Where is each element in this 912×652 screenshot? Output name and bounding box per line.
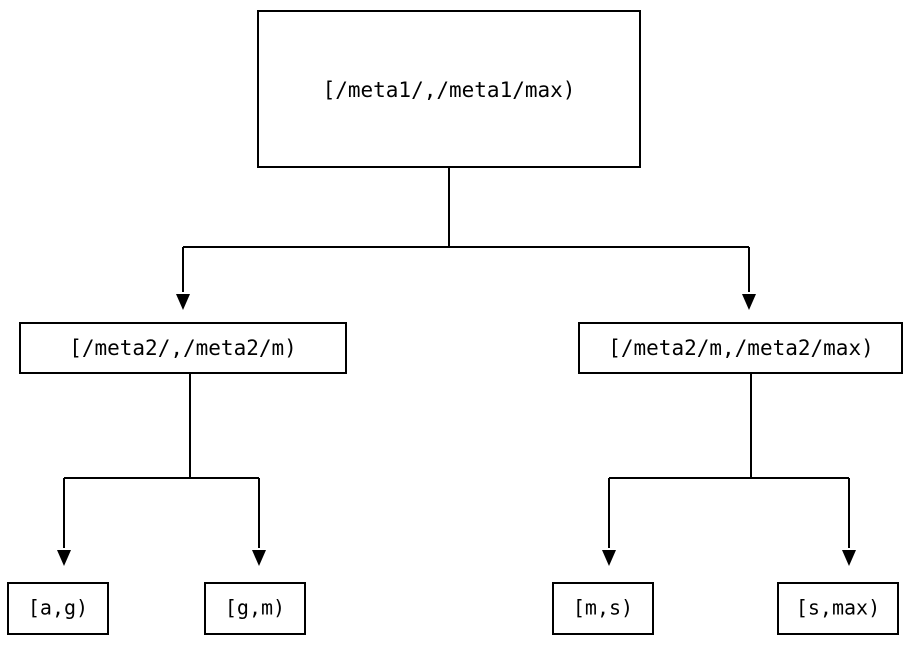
arrowhead-icon-leaf-m-s (602, 550, 616, 566)
arrowhead-icon-mid-left (176, 294, 190, 310)
node-leaf-s-max[interactable]: [s,max) (776, 581, 900, 636)
node-leaf-s-max-box (776, 581, 900, 636)
node-leaf-a-g-label: [a,g) (28, 596, 88, 620)
node-leaf-a-g-box (6, 581, 110, 636)
node-leaf-m-s-box (551, 581, 655, 636)
edge-midright-to-leaves (602, 373, 856, 566)
node-leaf-m-s[interactable]: [m,s) (551, 581, 655, 636)
node-leaf-m-s-label: [m,s) (573, 596, 633, 620)
node-root-box (256, 9, 642, 169)
node-leaf-s-max-label: [s,max) (796, 596, 880, 620)
node-mid-left-label: [/meta2/,/meta2/m) (69, 336, 297, 360)
node-leaf-g-m-label: [g,m) (225, 596, 285, 620)
arrowhead-icon-leaf-g-m (252, 550, 266, 566)
node-root[interactable]: [/meta1/,/meta1/max) (256, 9, 642, 169)
node-mid-left[interactable]: [/meta2/,/meta2/m) (18, 321, 348, 375)
node-mid-right-label: [/meta2/m,/meta2/max) (608, 336, 874, 360)
node-leaf-g-m[interactable]: [g,m) (203, 581, 307, 636)
arrowhead-icon-leaf-a-g (57, 550, 71, 566)
node-mid-right-box (577, 321, 904, 375)
edge-root-to-mid-level (176, 167, 756, 310)
node-mid-right[interactable]: [/meta2/m,/meta2/max) (577, 321, 904, 375)
node-leaf-g-m-box (203, 581, 307, 636)
node-root-label: [/meta1/,/meta1/max) (323, 78, 576, 102)
node-mid-left-box (18, 321, 348, 375)
arrowhead-icon-mid-right (742, 294, 756, 310)
arrowhead-icon-leaf-s-max (842, 550, 856, 566)
node-leaf-a-g[interactable]: [a,g) (6, 581, 110, 636)
edge-midleft-to-leaves (57, 373, 266, 566)
